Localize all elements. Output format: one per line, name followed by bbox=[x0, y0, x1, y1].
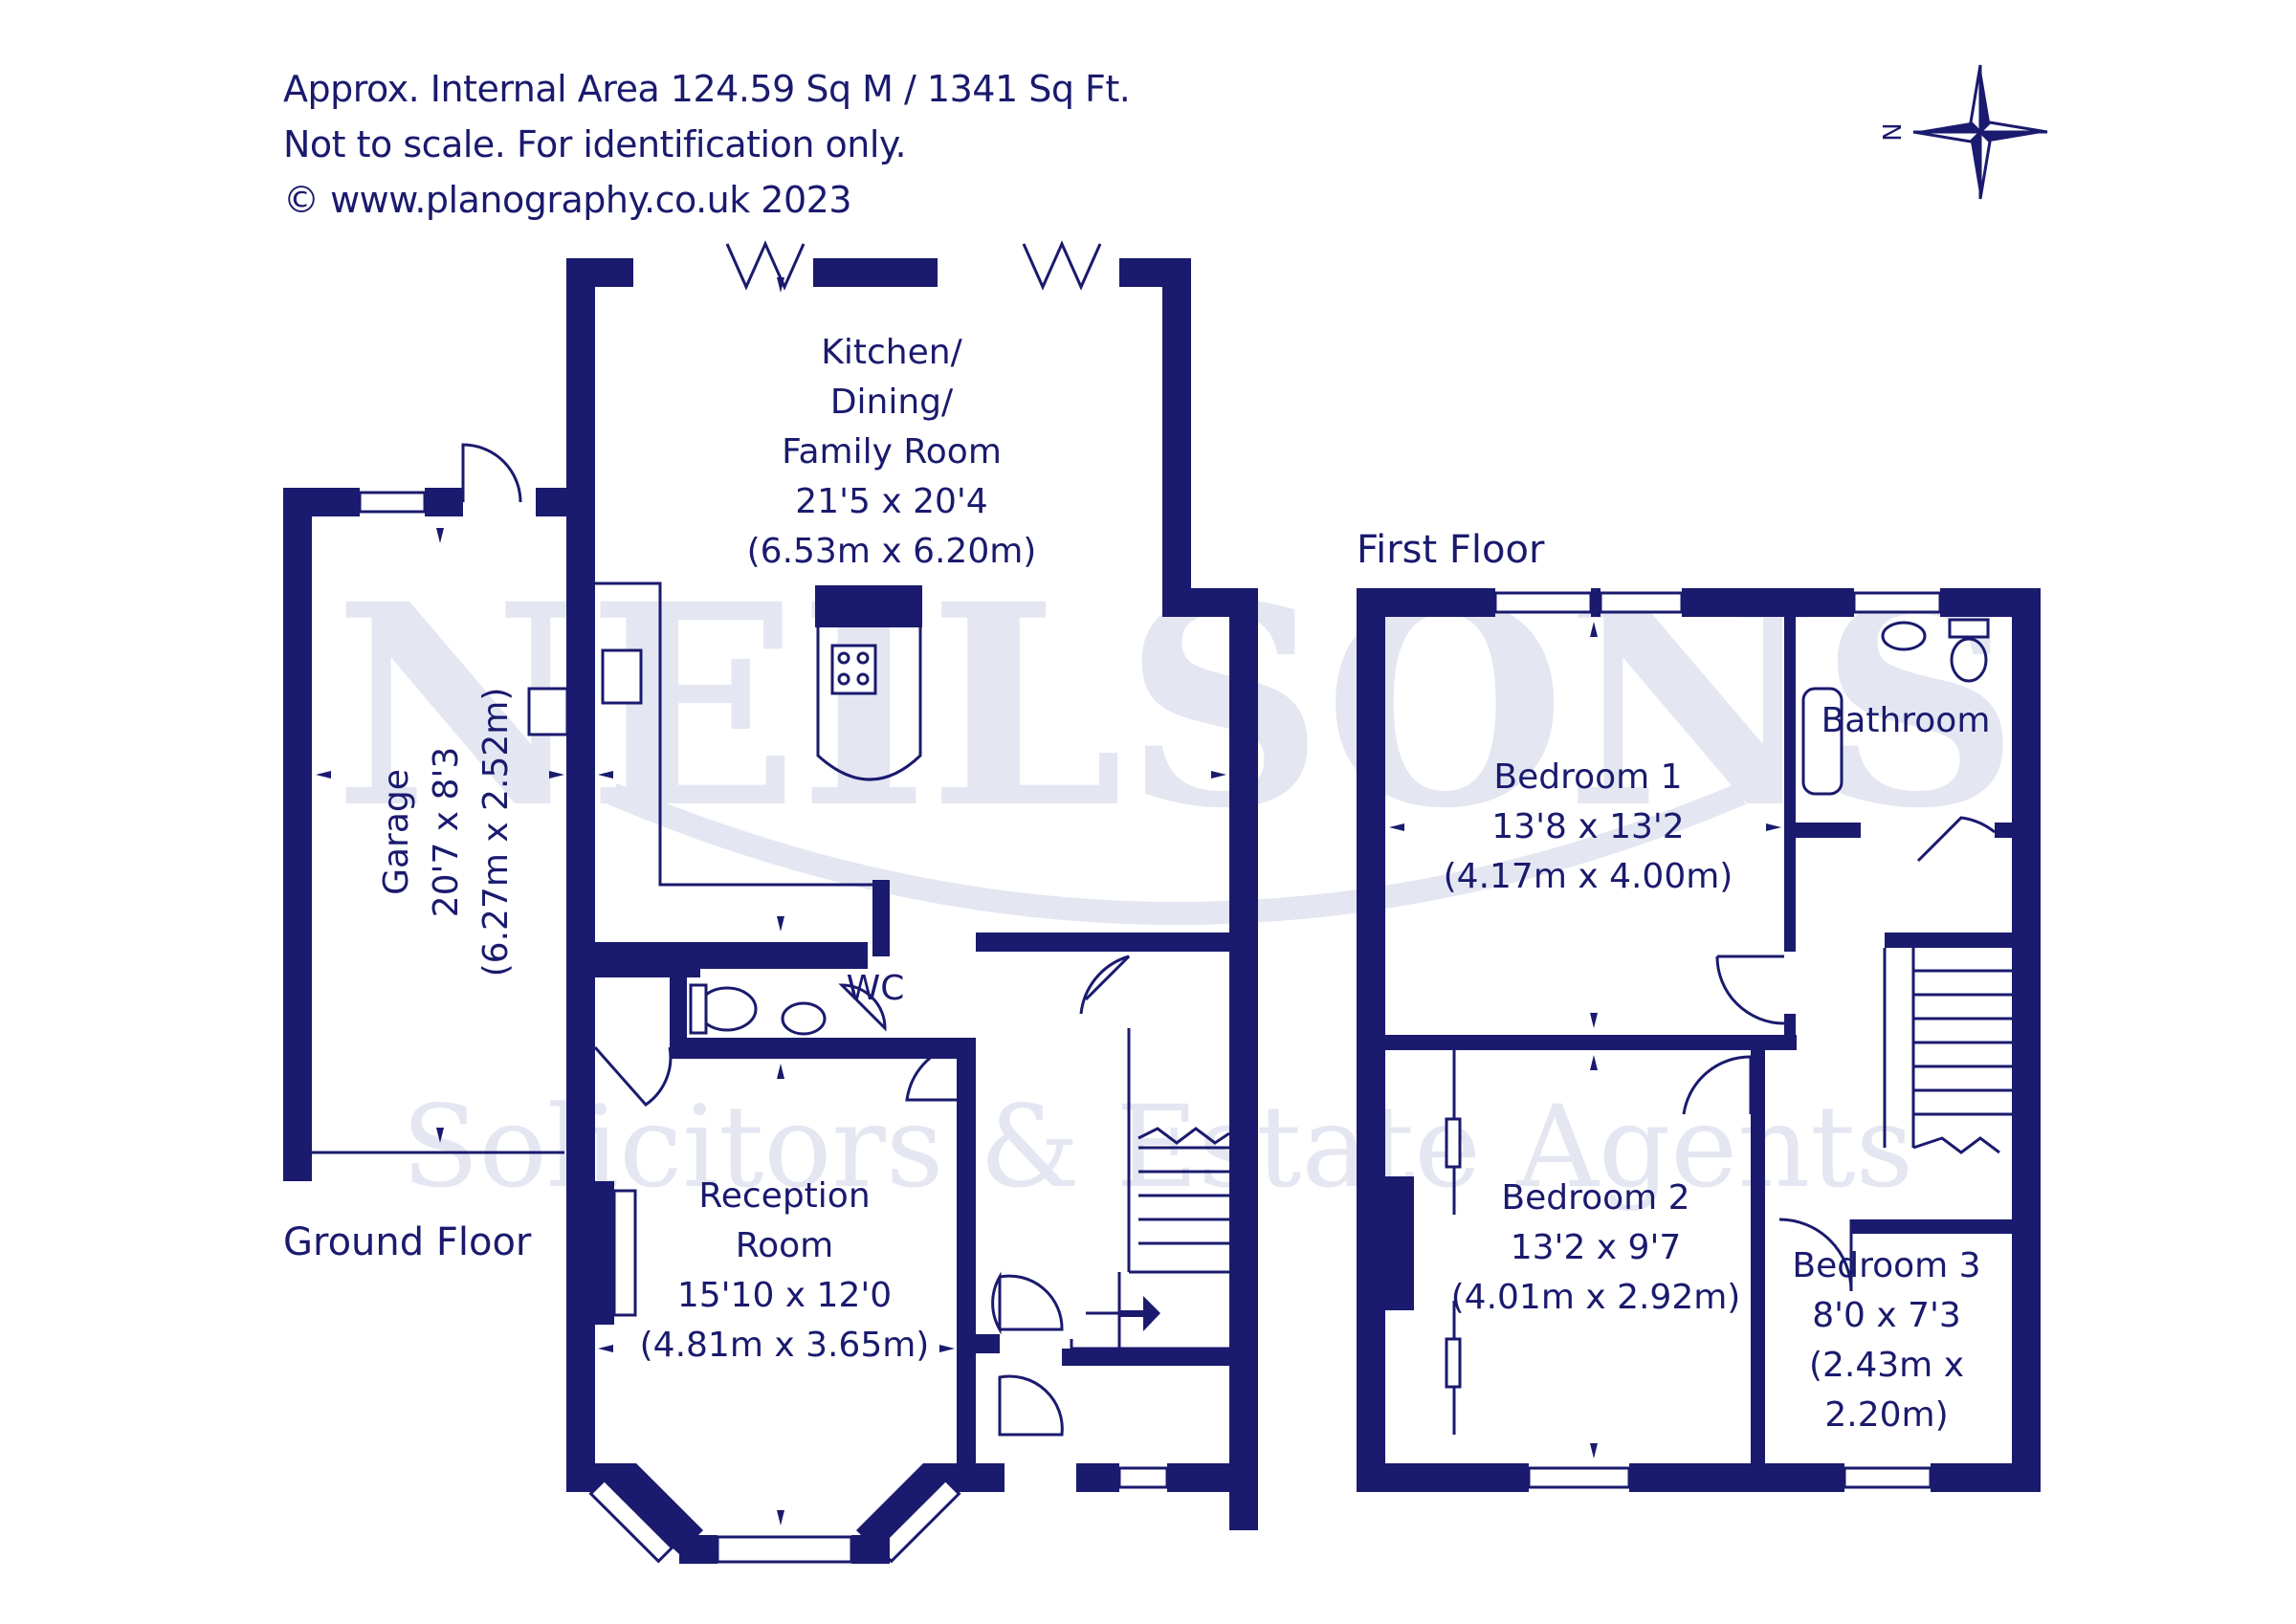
kitchen-name-2: Dining/ bbox=[830, 383, 954, 422]
garage-dims-imperial: 20'7 x 8'3 bbox=[427, 747, 466, 918]
bedroom3-name: Bedroom 3 bbox=[1792, 1246, 1980, 1285]
first-floor-plan bbox=[1357, 588, 2041, 1492]
compass-north-label: N bbox=[1879, 122, 1908, 141]
ground-floor-label: Ground Floor bbox=[283, 1220, 532, 1264]
wc-door bbox=[593, 1046, 673, 1107]
reception-label: Reception Room 15'10 x 12'0 (4.81m x 3.6… bbox=[640, 1176, 930, 1365]
ground-floor-plan bbox=[283, 240, 1258, 1564]
garage-dims-metric: (6.27m x 2.52m) bbox=[476, 688, 516, 977]
bedroom3-label: Bedroom 3 8'0 x 7'3 (2.43m x 2.20m) bbox=[1792, 1246, 1980, 1435]
sink-icon bbox=[601, 648, 643, 705]
kitchen-label: Kitchen/ Dining/ Family Room 21'5 x 20'4… bbox=[747, 333, 1037, 571]
reception-name-2: Room bbox=[736, 1226, 834, 1265]
bedroom2-dims-imperial: 13'2 x 9'7 bbox=[1511, 1228, 1682, 1267]
bedroom2-dims-metric: (4.01m x 2.92m) bbox=[1451, 1278, 1741, 1317]
bedroom3-dims-metric-2: 2.20m) bbox=[1824, 1395, 1948, 1435]
bedroom3-dims-metric-1: (2.43m x bbox=[1809, 1346, 1964, 1385]
garage-name: Garage bbox=[377, 769, 416, 895]
garage-label: Garage 20'7 x 8'3 (6.27m x 2.52m) bbox=[377, 688, 516, 977]
bedroom1-dims-metric: (4.17m x 4.00m) bbox=[1444, 857, 1733, 896]
hob-icon bbox=[830, 644, 877, 695]
kitchen-dims-metric: (6.53m x 6.20m) bbox=[747, 532, 1037, 571]
area-caption: Approx. Internal Area 124.59 Sq M / 1341… bbox=[283, 68, 1131, 110]
bifold-door-right bbox=[1022, 240, 1102, 291]
copyright-notice: © www.planography.co.uk 2023 bbox=[283, 179, 852, 221]
kitchen-name-1: Kitchen/ bbox=[821, 333, 962, 372]
reception-dims-metric: (4.81m x 3.65m) bbox=[640, 1326, 930, 1365]
bedroom1-name: Bedroom 1 bbox=[1493, 757, 1682, 797]
first-floor-label: First Floor bbox=[1357, 528, 1545, 572]
bedroom2-name: Bedroom 2 bbox=[1501, 1178, 1689, 1218]
kitchen-name-3: Family Room bbox=[782, 432, 1002, 472]
ground-stairs bbox=[1117, 1127, 1230, 1349]
kitchen-dims-imperial: 21'5 x 20'4 bbox=[795, 482, 987, 521]
bedroom2-label: Bedroom 2 13'2 x 9'7 (4.01m x 2.92m) bbox=[1451, 1178, 1741, 1317]
bedroom3-dims-imperial: 8'0 x 7'3 bbox=[1812, 1296, 1961, 1335]
bifold-door-left bbox=[725, 240, 806, 291]
reception-dims-imperial: 15'10 x 12'0 bbox=[677, 1276, 892, 1315]
compass-icon: N bbox=[1879, 64, 2048, 200]
wc-label: WC bbox=[847, 969, 905, 1008]
garage-side-door bbox=[461, 443, 522, 503]
scale-disclaimer: Not to scale. For identification only. bbox=[283, 123, 907, 165]
dimension-markers bbox=[316, 277, 1781, 1525]
reception-name-1: Reception bbox=[698, 1176, 870, 1216]
bedroom1-label: Bedroom 1 13'8 x 13'2 (4.17m x 4.00m) bbox=[1444, 757, 1733, 896]
bathroom-label: Bathroom bbox=[1821, 701, 1991, 740]
first-floor-stairs bbox=[1912, 969, 2012, 1154]
bedroom1-dims-imperial: 13'8 x 13'2 bbox=[1491, 807, 1684, 846]
